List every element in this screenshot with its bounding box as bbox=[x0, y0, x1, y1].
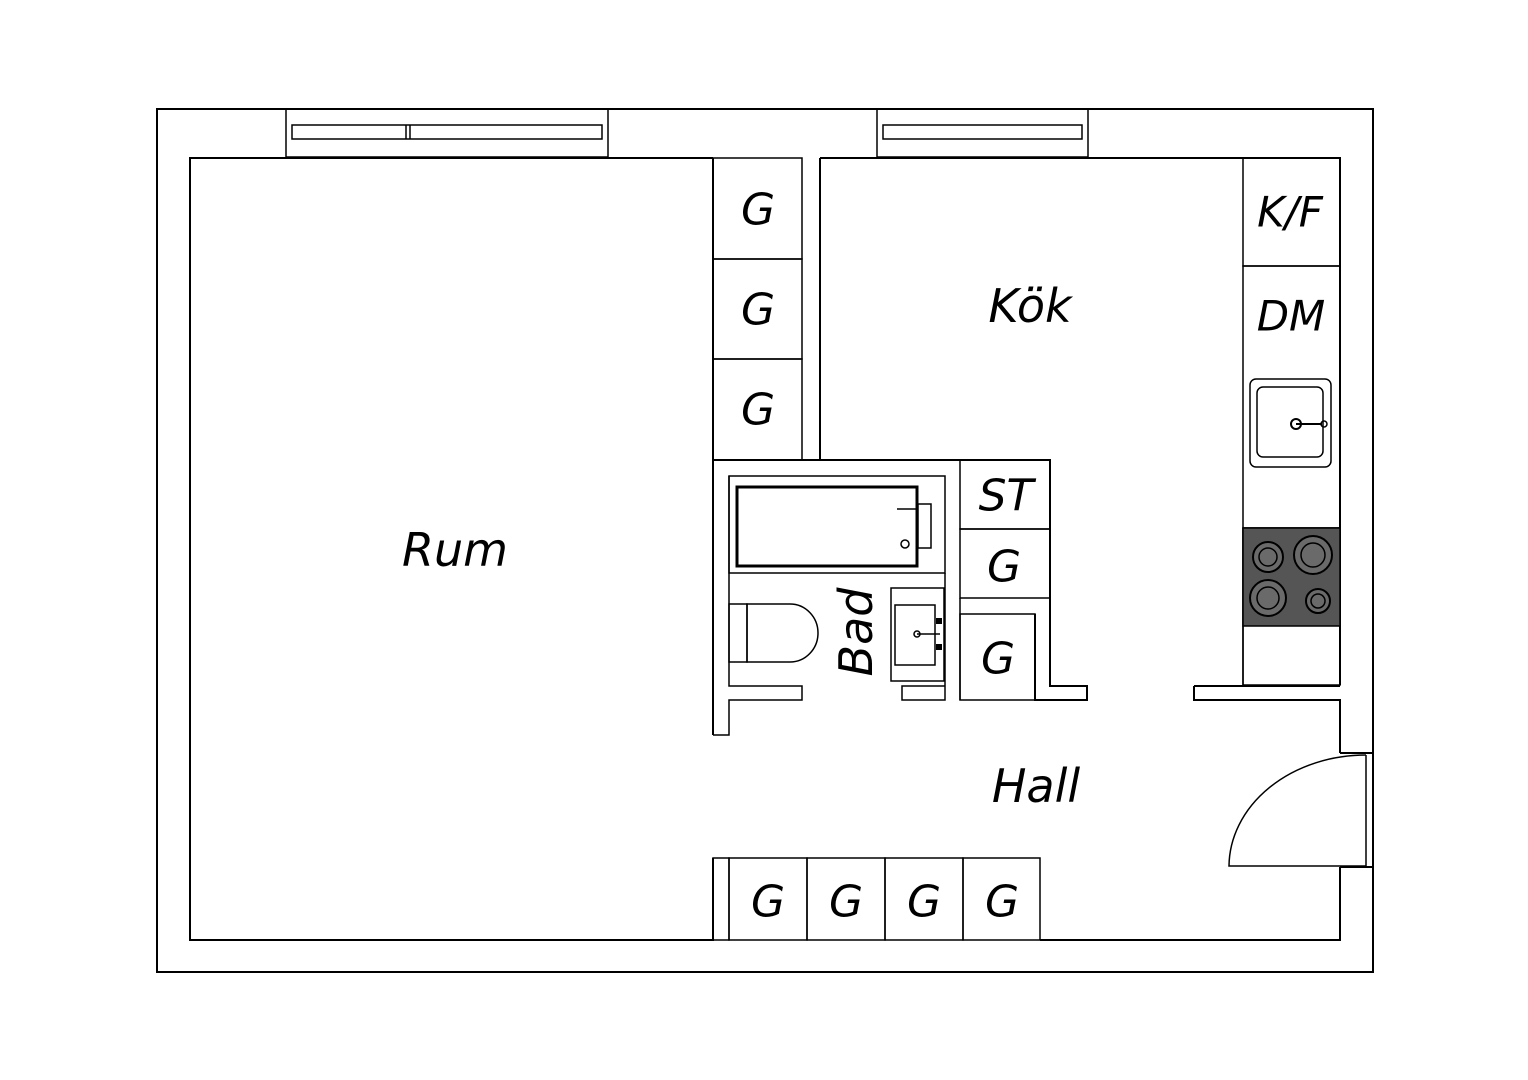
wardrobe-label: G bbox=[741, 285, 775, 336]
wardrobe-label: G bbox=[987, 542, 1021, 593]
wardrobe-label: G bbox=[741, 185, 775, 236]
window-rum bbox=[285, 108, 609, 158]
bathroom-sink-icon bbox=[890, 587, 945, 682]
outer-wall bbox=[156, 108, 1374, 973]
wardrobe-label: G bbox=[741, 385, 775, 436]
bathroom bbox=[713, 459, 960, 736]
bathtub-icon bbox=[735, 485, 932, 568]
window-kok bbox=[876, 108, 1089, 158]
dishwasher-label: DM bbox=[1257, 292, 1326, 341]
kitchen-sink-icon bbox=[1249, 378, 1332, 468]
wardrobe-label: G bbox=[829, 877, 863, 928]
toilet-icon bbox=[728, 603, 819, 663]
wardrobe-label: G bbox=[985, 877, 1019, 928]
wardrobe-label: G bbox=[751, 877, 785, 928]
storage-label: ST bbox=[979, 471, 1037, 522]
room-label-kok: Kök bbox=[988, 279, 1074, 333]
wardrobe-label: G bbox=[981, 634, 1015, 685]
room-label-bad: Bad bbox=[829, 587, 883, 677]
hall-wall-right bbox=[1193, 686, 1341, 753]
entrance-door-icon bbox=[1228, 752, 1373, 868]
storage-column bbox=[959, 459, 1051, 701]
wardrobe-label: G bbox=[907, 877, 941, 928]
wardrobe-row-hall bbox=[712, 857, 1041, 941]
room-label-hall: Hall bbox=[992, 759, 1081, 813]
room-label-rum: Rum bbox=[402, 523, 508, 577]
fridge-freezer-label: K/F bbox=[1257, 188, 1324, 237]
stove-icon bbox=[1242, 527, 1341, 627]
hall-wall-bottom bbox=[1040, 867, 1341, 941]
